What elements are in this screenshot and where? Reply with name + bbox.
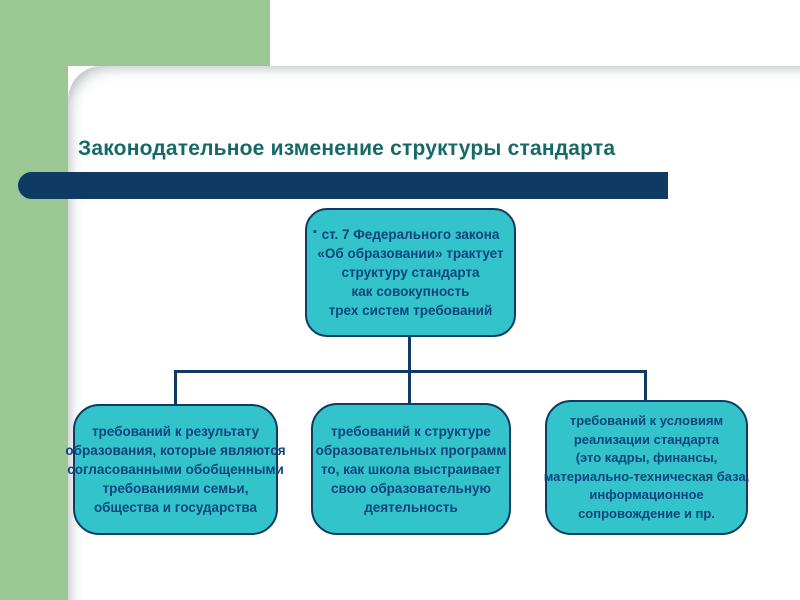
top-box-text: ст. 7 Федерального закона «Об образовани… xyxy=(317,227,504,318)
slide-title: Законодательное изменение структуры стан… xyxy=(78,137,616,160)
diagram-box-conditions: требований к условиям реализации стандар… xyxy=(543,400,750,535)
green-side-band xyxy=(0,0,68,600)
connector-drop-middle xyxy=(408,370,411,403)
diagram-top-box: ▪ ст. 7 Федерального закона «Об образова… xyxy=(305,208,516,337)
title-underline-bar xyxy=(18,172,668,199)
diagram-box-structure: требований к структуре образовательных п… xyxy=(311,403,511,535)
diagram-box-results: требований к результату образования, кот… xyxy=(65,404,286,535)
connector-stem xyxy=(408,337,411,371)
box-conditions-text: требований к условиям реализации стандар… xyxy=(543,413,750,521)
connector-drop-right xyxy=(644,370,647,400)
connector-drop-left xyxy=(174,370,177,405)
box-structure-text: требований к структуре образовательных п… xyxy=(315,423,507,515)
bullet-square-icon: ▪ xyxy=(313,226,317,238)
box-results-text: требований к результату образования, кот… xyxy=(65,424,286,515)
